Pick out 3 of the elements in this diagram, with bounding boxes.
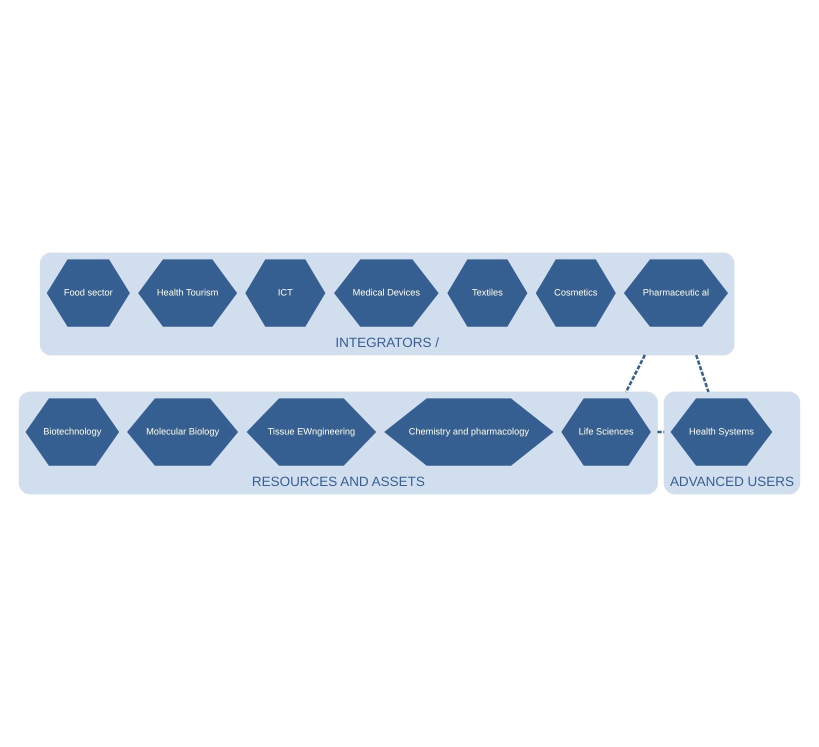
- connector: [657, 430, 664, 434]
- connector: [624, 354, 646, 393]
- connector: [695, 354, 710, 392]
